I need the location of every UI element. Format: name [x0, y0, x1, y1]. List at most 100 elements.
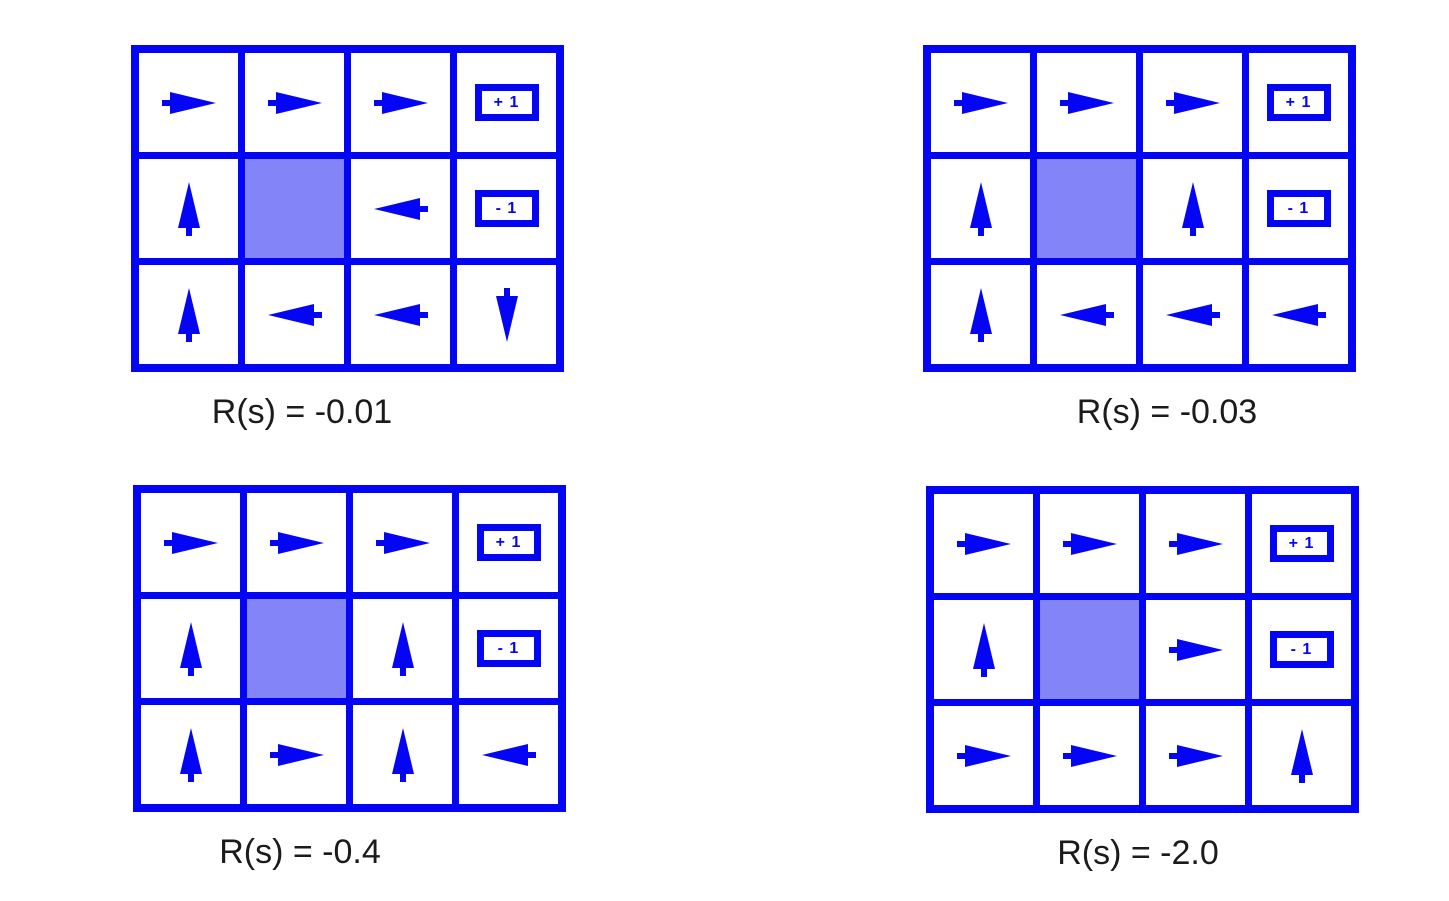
policy-cell-left: [351, 159, 450, 258]
policy-arrow-right-icon: [1062, 532, 1117, 555]
gridworld-group-1: + 1 - 1 R(s) = -0.01: [131, 45, 564, 432]
wall-cell: [1037, 159, 1136, 258]
policy-cell-right: [245, 53, 344, 152]
wall-cell: [247, 599, 346, 698]
gridworld-grid: + 1 - 1: [923, 45, 1356, 372]
terminal-cell-minus-one: - 1: [1249, 159, 1348, 258]
policy-cell-left: [245, 265, 344, 364]
gridworld-group-2: + 1 - 1 R(s) = -0.03: [923, 45, 1356, 432]
policy-cell-up: [141, 705, 240, 804]
policy-cell-up: [139, 265, 238, 364]
policy-cell-right: [139, 53, 238, 152]
policy-cell-right: [1146, 494, 1245, 593]
policy-cell-up: [141, 599, 240, 698]
policy-cell-left: [1037, 265, 1136, 364]
policy-arrow-right-icon: [373, 91, 428, 114]
policy-cell-up: [931, 265, 1030, 364]
policy-cell-right: [1146, 706, 1245, 805]
policy-cell-right: [934, 494, 1033, 593]
policy-arrow-right-icon: [1168, 532, 1223, 555]
policy-cell-up: [934, 600, 1033, 699]
policy-cell-right: [353, 493, 452, 592]
policy-arrow-up-icon: [391, 727, 414, 782]
policy-arrow-right-icon: [1168, 744, 1223, 767]
terminal-reward-box: - 1: [476, 630, 541, 667]
gridworld-grid: + 1 - 1: [133, 485, 566, 812]
policy-cell-up: [353, 705, 452, 804]
policy-cell-right: [247, 705, 346, 804]
policy-cell-right: [1040, 706, 1139, 805]
policy-arrow-right-icon: [161, 91, 216, 114]
policy-arrow-up-icon: [179, 727, 202, 782]
policy-cell-up: [931, 159, 1030, 258]
policy-cell-up: [139, 159, 238, 258]
terminal-reward-box: + 1: [1269, 525, 1334, 562]
policy-cell-right: [1146, 600, 1245, 699]
terminal-cell-plus-one: + 1: [1252, 494, 1351, 593]
terminal-cell-minus-one: - 1: [459, 599, 558, 698]
terminal-cell-minus-one: - 1: [457, 159, 556, 258]
policy-arrow-right-icon: [375, 531, 430, 554]
wall-cell: [1040, 600, 1139, 699]
policy-cell-up: [1252, 706, 1351, 805]
policy-cell-right: [1040, 494, 1139, 593]
gridworld-grid: + 1 - 1: [131, 45, 564, 372]
policy-cell-left: [351, 265, 450, 364]
policy-arrow-right-icon: [956, 744, 1011, 767]
terminal-reward-box: + 1: [474, 84, 539, 121]
policy-cell-up: [353, 599, 452, 698]
policy-arrow-up-icon: [177, 181, 200, 236]
policy-arrow-up-icon: [177, 287, 200, 342]
policy-cell-right: [1143, 53, 1242, 152]
policy-arrow-left-icon: [1271, 303, 1326, 326]
policy-cell-down: [457, 265, 556, 364]
policy-cell-left: [1249, 265, 1348, 364]
gridworld-group-3: + 1 - 1 R(s) = -0.4: [133, 485, 566, 872]
policy-arrow-right-icon: [269, 743, 324, 766]
policy-cell-right: [351, 53, 450, 152]
terminal-reward-box: - 1: [1266, 190, 1331, 227]
policy-cell-left: [459, 705, 558, 804]
policy-arrow-up-icon: [972, 622, 995, 677]
policy-arrow-right-icon: [267, 91, 322, 114]
policy-cell-right: [1037, 53, 1136, 152]
policy-cell-right: [934, 706, 1033, 805]
terminal-reward-box: + 1: [476, 524, 541, 561]
policy-arrow-left-icon: [373, 303, 428, 326]
policy-arrow-right-icon: [956, 532, 1011, 555]
reward-label: R(s) = -2.0: [1057, 834, 1219, 872]
terminal-cell-minus-one: - 1: [1252, 600, 1351, 699]
policy-arrow-left-icon: [373, 197, 428, 220]
terminal-reward-box: - 1: [1269, 631, 1334, 668]
reward-label: R(s) = -0.01: [211, 393, 393, 431]
reward-label: R(s) = -0.4: [219, 833, 381, 871]
gridworld-grid: + 1 - 1: [926, 486, 1359, 813]
policy-cell-left: [1143, 265, 1242, 364]
policy-arrow-up-icon: [969, 181, 992, 236]
policy-arrow-right-icon: [1165, 91, 1220, 114]
terminal-cell-plus-one: + 1: [459, 493, 558, 592]
policy-arrow-left-icon: [1059, 303, 1114, 326]
policy-cell-right: [247, 493, 346, 592]
policy-arrow-right-icon: [1059, 91, 1114, 114]
policy-arrow-up-icon: [391, 621, 414, 676]
gridworld-group-4: + 1 - 1 R(s) = -2.0: [926, 486, 1359, 873]
policy-cell-right: [141, 493, 240, 592]
policy-arrow-up-icon: [1181, 181, 1204, 236]
policy-arrow-up-icon: [969, 287, 992, 342]
policy-arrow-left-icon: [481, 743, 536, 766]
policy-arrow-up-icon: [1290, 728, 1313, 783]
terminal-cell-plus-one: + 1: [1249, 53, 1348, 152]
terminal-reward-box: - 1: [474, 190, 539, 227]
policy-arrow-left-icon: [267, 303, 322, 326]
terminal-reward-box: + 1: [1266, 84, 1331, 121]
policy-arrow-right-icon: [1168, 638, 1223, 661]
policy-arrow-down-icon: [495, 287, 518, 342]
wall-cell: [245, 159, 344, 258]
policy-cell-right: [931, 53, 1030, 152]
policy-arrow-right-icon: [1062, 744, 1117, 767]
policy-arrow-left-icon: [1165, 303, 1220, 326]
policy-arrow-right-icon: [953, 91, 1008, 114]
reward-label: R(s) = -0.03: [1076, 393, 1258, 431]
